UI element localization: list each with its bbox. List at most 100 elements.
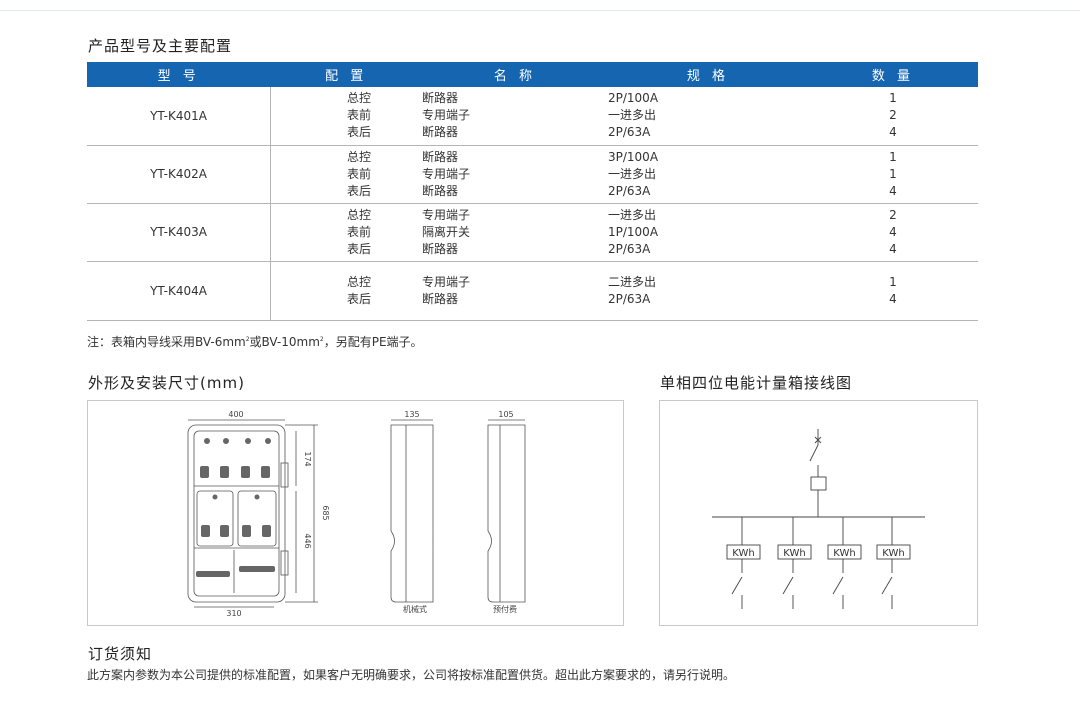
top-divider xyxy=(0,10,1080,11)
cell-config-line: 总控 xyxy=(347,274,372,289)
cell-name-line: 专用端子 xyxy=(422,274,471,289)
meter-label: KWh xyxy=(833,548,855,559)
cell-qty-line: 1 xyxy=(889,91,897,106)
cell-model: YT-K403A xyxy=(87,203,271,262)
meter-label: KWh xyxy=(783,548,805,559)
cell-spec-line: 2P/63A xyxy=(608,291,651,306)
cell-qty-line: 1 xyxy=(889,149,897,164)
cell-name: 断路器专用端子断路器 xyxy=(422,87,608,146)
cell-model: YT-K401A xyxy=(87,87,271,146)
cell-model: YT-K402A xyxy=(87,145,271,204)
order-notice-text: 此方案内参数为本公司提供的标准配置，如果客户无明确要求，公司将按标准配置供货。超… xyxy=(87,668,736,682)
main-breaker xyxy=(810,476,827,491)
header-model: 型 号 xyxy=(87,62,271,87)
cell-config: 总控表前表后 xyxy=(270,203,422,262)
wiring-diagram-panel: KWh KWh KWh KWh xyxy=(659,400,978,626)
meter-box xyxy=(777,544,812,560)
cell-spec-line: 3P/100A xyxy=(608,149,659,164)
cell-spec: 3P/100A 一进多出 2P/63A xyxy=(608,145,808,204)
cell-qty-line: 4 xyxy=(889,125,897,140)
cell-name: 专用端子隔离开关断路器 xyxy=(422,203,608,262)
cell-config-line: 表后 xyxy=(347,291,372,306)
header-config: 配 置 xyxy=(270,62,422,87)
cell-config: 总控表后 xyxy=(270,261,422,321)
dim-height-mid: 446 xyxy=(303,533,312,548)
meter-label: KWh xyxy=(882,548,904,559)
cell-config-line: 总控 xyxy=(347,149,372,164)
cell-name: 专用端子断路器 xyxy=(422,261,608,321)
wiring-diagram: KWh KWh KWh KWh xyxy=(712,429,925,609)
cell-qty-line: 4 xyxy=(889,224,897,239)
cell-spec-line: 一进多出 xyxy=(608,207,657,222)
cell-spec-line: 一进多出 xyxy=(608,166,657,181)
section-title-wiring: 单相四位电能计量箱接线图 xyxy=(660,374,853,392)
cell-qty-line: 4 xyxy=(889,183,897,198)
section-title-config: 产品型号及主要配置 xyxy=(88,37,233,55)
cell-qty: 1 2 4 xyxy=(808,87,978,146)
dimension-drawing-panel: 400 310 174 446 685 135 105 机械式 预付费 xyxy=(87,400,624,626)
cell-name-line: 断路器 xyxy=(422,291,459,306)
dim-height-top: 174 xyxy=(303,451,312,466)
cell-name-line: 断路器 xyxy=(422,183,459,198)
cell-qty-line: 4 xyxy=(889,291,897,306)
meter-label: KWh xyxy=(732,548,754,559)
cell-spec-line: 2P/63A xyxy=(608,125,651,140)
cell-qty-line: 1 xyxy=(889,274,897,289)
cell-qty-line: 1 xyxy=(889,166,897,181)
header-spec: 规 格 xyxy=(608,62,808,87)
label-prepaid: 预付费 xyxy=(493,604,517,614)
cell-name-line: 断路器 xyxy=(422,241,459,256)
side-view-mechanical xyxy=(390,424,434,603)
cell-name-line: 专用端子 xyxy=(422,166,471,181)
cell-spec: 一进多出 1P/100A 2P/63A xyxy=(608,203,808,262)
front-view-outline xyxy=(187,424,286,603)
cell-spec-line: 1P/100A xyxy=(608,224,659,239)
cell-config: 总控表前表后 xyxy=(270,87,422,146)
dim-side1-width: 135 xyxy=(404,410,419,419)
cell-name-line: 断路器 xyxy=(422,125,459,140)
cell-name-line: 断路器 xyxy=(422,91,459,106)
cell-config-line: 表前 xyxy=(347,108,372,123)
cell-name-line: 断路器 xyxy=(422,149,459,164)
cell-spec-line: 2P/63A xyxy=(608,183,651,198)
cell-spec-line: 一进多出 xyxy=(608,108,657,123)
cell-spec-line: 2P/63A xyxy=(608,241,651,256)
cell-qty-line: 2 xyxy=(889,108,897,123)
cell-config-line: 表后 xyxy=(347,241,372,256)
cell-config-line: 总控 xyxy=(347,91,372,106)
cell-name: 断路器专用端子断路器 xyxy=(422,145,608,204)
cell-config-line: 总控 xyxy=(347,207,372,222)
section-title-dimensions: 外形及安装尺寸(mm) xyxy=(88,374,245,392)
table-header: 型 号 配 置 名 称 规 格 数 量 xyxy=(87,62,978,87)
cell-spec-line: 二进多出 xyxy=(608,274,657,289)
cell-config-line: 表后 xyxy=(347,125,372,140)
meter-box xyxy=(827,544,862,560)
cell-config-line: 表后 xyxy=(347,183,372,198)
header-name: 名 称 xyxy=(422,62,608,87)
dim-width-bottom: 310 xyxy=(226,609,241,618)
cell-model: YT-K404A xyxy=(87,261,271,321)
cell-config: 总控表前表后 xyxy=(270,145,422,204)
cell-qty-line: 4 xyxy=(889,241,897,256)
cell-config-line: 表前 xyxy=(347,224,372,239)
cell-name-line: 专用端子 xyxy=(422,108,471,123)
cell-name-line: 专用端子 xyxy=(422,207,471,222)
meter-box xyxy=(726,544,761,560)
dimension-drawing: 400 310 174 446 685 135 105 机械式 预付费 xyxy=(187,410,526,618)
table-note: 注：表箱内导线采用BV-6mm2或BV-10mm2，另配有PE端子。 xyxy=(87,335,423,349)
side-view-prepaid xyxy=(487,424,526,603)
section-title-order: 订货须知 xyxy=(88,645,153,663)
dim-width-top: 400 xyxy=(228,410,243,419)
cell-qty: 1 1 4 xyxy=(808,145,978,204)
header-qty: 数 量 xyxy=(808,62,978,87)
dim-height-total: 685 xyxy=(321,505,330,520)
dim-side2-width: 105 xyxy=(498,410,513,419)
meter-box xyxy=(876,544,911,560)
cell-spec-line: 2P/100A xyxy=(608,91,659,106)
